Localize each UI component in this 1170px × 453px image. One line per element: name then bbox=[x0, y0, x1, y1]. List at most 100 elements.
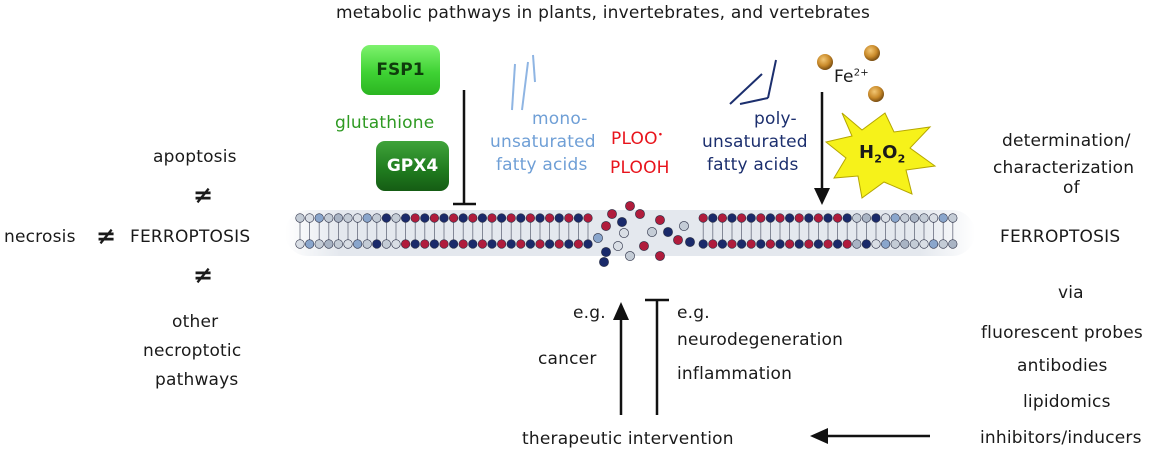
lipid-head bbox=[583, 239, 593, 249]
mufa-stick bbox=[532, 54, 536, 83]
oxidized-lipid-cluster bbox=[593, 201, 695, 267]
lipid-head bbox=[497, 239, 507, 249]
arrow-fe-head bbox=[814, 188, 830, 205]
lipid-head bbox=[544, 213, 555, 223]
lipid-head bbox=[401, 239, 411, 249]
lipid-head bbox=[842, 213, 852, 223]
lipid-head bbox=[429, 239, 440, 249]
label-characterization: characterization bbox=[993, 158, 1135, 178]
lipid-head bbox=[919, 213, 929, 223]
lipid-head bbox=[372, 239, 382, 249]
lipid-head bbox=[708, 213, 718, 223]
oxidized-lipid-head bbox=[679, 221, 689, 231]
lipid-head bbox=[506, 213, 516, 223]
lipid-head bbox=[554, 213, 564, 223]
lipid-head bbox=[909, 213, 920, 223]
arrow-therapy-head bbox=[810, 428, 828, 444]
label-h2o2: H2O2 bbox=[859, 142, 906, 166]
lipid-head bbox=[458, 239, 468, 249]
lipid-head bbox=[535, 213, 545, 223]
lipid-head bbox=[938, 239, 948, 249]
lipid-head bbox=[305, 239, 315, 249]
label-pathways: pathways bbox=[155, 370, 239, 390]
lipid-head bbox=[948, 239, 958, 249]
lipid-head bbox=[449, 239, 459, 249]
lipid-head bbox=[861, 239, 872, 249]
lipid-head bbox=[813, 239, 824, 249]
lipid-head bbox=[525, 213, 536, 223]
lipid-head bbox=[765, 213, 776, 223]
lipid-head bbox=[784, 239, 795, 249]
lipid-head bbox=[314, 213, 324, 223]
label-of: of bbox=[1063, 178, 1080, 198]
label-mufa-2: unsaturated bbox=[490, 132, 596, 152]
mufa-stick bbox=[521, 61, 529, 111]
lipid-head bbox=[804, 239, 814, 249]
label-antibodies: antibodies bbox=[1017, 356, 1108, 376]
oxidized-lipid-head bbox=[635, 209, 645, 219]
label-cancer: cancer bbox=[538, 349, 597, 369]
oxidized-lipid-head bbox=[601, 221, 611, 231]
not-equal-sign: ≠ bbox=[193, 181, 214, 209]
lipid-head bbox=[477, 213, 488, 223]
lipid-head bbox=[439, 213, 449, 223]
lipid-head bbox=[420, 213, 430, 223]
pufa-stick bbox=[729, 73, 763, 105]
oxidized-lipid-head bbox=[613, 241, 623, 251]
lipid-head bbox=[938, 213, 948, 223]
oxidized-lipid-head bbox=[599, 257, 609, 267]
label-pufa-2: unsaturated bbox=[702, 132, 808, 152]
lipid-head bbox=[439, 239, 449, 249]
lipid-head bbox=[813, 213, 824, 223]
not-equal-sign: ≠ bbox=[193, 261, 214, 289]
label-via: via bbox=[1058, 283, 1084, 303]
lipid-head bbox=[391, 213, 401, 223]
pufa-stick bbox=[767, 59, 777, 99]
lipid-head bbox=[305, 213, 315, 223]
lipid-head bbox=[554, 239, 564, 249]
label-inflammation: inflammation bbox=[677, 364, 793, 384]
label-pufa-3: fatty acids bbox=[707, 155, 799, 175]
lipid-head bbox=[736, 213, 747, 223]
lipid-head bbox=[890, 239, 900, 249]
lipid-head bbox=[765, 239, 776, 249]
lipid-head bbox=[823, 239, 833, 249]
lipid-head bbox=[832, 239, 843, 249]
lipid-head bbox=[880, 239, 891, 249]
gpx4-box: GPX4 bbox=[376, 141, 449, 191]
lipid-head bbox=[717, 239, 728, 249]
lipid-head bbox=[410, 213, 420, 223]
iron-sphere bbox=[817, 54, 833, 70]
lipid-head bbox=[746, 213, 756, 223]
lipid-head bbox=[794, 239, 804, 249]
lipid-head bbox=[544, 239, 555, 249]
label-apoptosis: apoptosis bbox=[153, 147, 237, 167]
fsp1-box: FSP1 bbox=[361, 45, 440, 95]
oxidized-lipid-head bbox=[655, 215, 665, 225]
lipid-head bbox=[698, 239, 708, 249]
lipid-head bbox=[832, 213, 843, 223]
label-glutathione: glutathione bbox=[335, 113, 435, 133]
lipid-head bbox=[401, 213, 411, 223]
lipid-head bbox=[468, 213, 478, 223]
lipid-head bbox=[468, 239, 478, 249]
label-ferroptosis-left: FERROPTOSIS bbox=[130, 227, 251, 247]
lipid-head bbox=[775, 213, 785, 223]
arrow-cancer-head bbox=[613, 302, 629, 320]
lipid-head bbox=[804, 213, 814, 223]
lipid-head bbox=[314, 239, 324, 249]
lipid-head bbox=[506, 239, 516, 249]
lipid-head bbox=[525, 239, 536, 249]
label-neurodegeneration: neurodegeneration bbox=[677, 330, 844, 350]
label-eg-neuro: e.g. bbox=[677, 303, 710, 323]
lipid-head bbox=[410, 239, 420, 249]
label-fluorescent-probes: fluorescent probes bbox=[981, 323, 1143, 343]
label-mufa-1: mono- bbox=[532, 109, 588, 129]
iron-sphere bbox=[864, 45, 880, 61]
label-necrosis: necrosis bbox=[4, 227, 76, 247]
lipid-head bbox=[852, 213, 862, 223]
iron-sphere bbox=[868, 86, 884, 102]
label-therapeutic-intervention: therapeutic intervention bbox=[522, 429, 734, 449]
oxidized-lipid-head bbox=[647, 227, 657, 237]
